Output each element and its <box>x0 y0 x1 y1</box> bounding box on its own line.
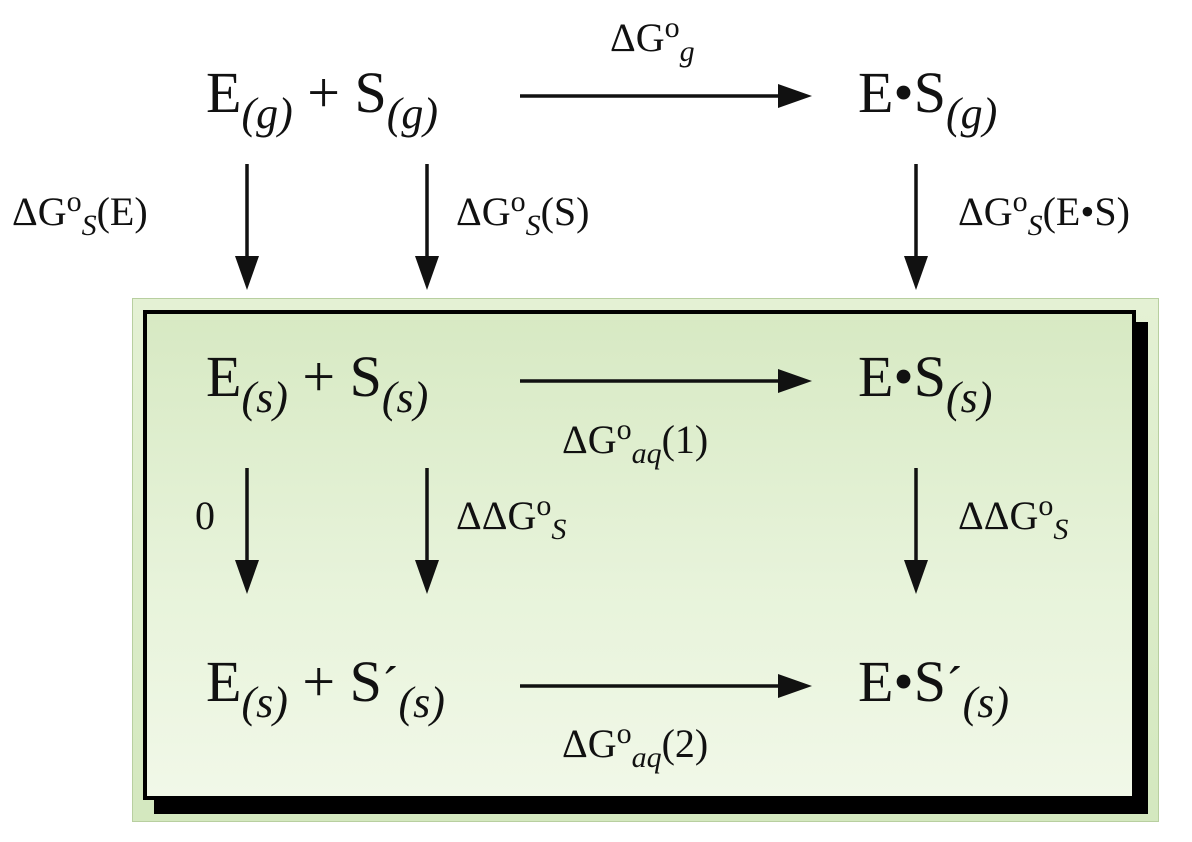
gas-reactants: E(g) + S(g) <box>206 64 438 136</box>
arrow-gas-binding <box>520 84 812 108</box>
plus-sign: + <box>302 344 336 409</box>
complex-symbol: E•S <box>858 344 946 409</box>
phase-subscript: (s) <box>381 373 429 422</box>
arrow-ddg-s <box>415 468 439 594</box>
solution-panel <box>143 310 1136 800</box>
phase-subscript: (g) <box>241 89 293 138</box>
arrow-solvation-s <box>415 164 439 290</box>
arrow-solution-binding-2 <box>520 674 812 698</box>
phase-subscript: (g) <box>946 89 998 138</box>
gas-product: E•S(g) <box>858 64 997 136</box>
energy-dg-solvation-es: ΔGoS(E•S) <box>958 185 1130 242</box>
energy-ddg-s-left: ΔΔGoS <box>456 489 567 546</box>
arrow-ddg-es <box>904 468 928 594</box>
substrate-symbol: S <box>349 649 382 714</box>
energy-dg-aq-1: ΔGoaq(1) <box>562 413 709 470</box>
energy-zero: 0 <box>195 493 215 538</box>
phase-subscript: (s) <box>962 678 1010 727</box>
energy-dg-solvation-s: ΔGoS(S) <box>456 185 590 242</box>
phase-subscript: (s) <box>241 678 288 727</box>
arrow-solvation-es <box>904 164 928 290</box>
plus-sign: + <box>302 649 336 714</box>
complex-symbol: E•S <box>858 649 946 714</box>
substrate-symbol: S <box>349 344 382 409</box>
enzyme-symbol: E <box>206 60 242 125</box>
arrow-zero-e <box>235 468 259 594</box>
plus-sign: + <box>307 60 340 125</box>
modified-product: E•S´(s) <box>858 653 1009 725</box>
arrow-solvation-e <box>235 164 259 290</box>
energy-dg-aq-2: ΔGoaq(2) <box>562 717 709 774</box>
arrow-solution-binding-1 <box>520 369 812 393</box>
energy-dg-gas: ΔGog <box>610 11 695 68</box>
solution-product: E•S(s) <box>858 348 992 420</box>
solution-reactants: E(s) + S(s) <box>206 348 428 420</box>
modified-reactants: E(s) + S´(s) <box>206 653 445 725</box>
phase-subscript: (g) <box>386 89 439 138</box>
phase-subscript: (s) <box>241 373 288 422</box>
prime-mark: ´ <box>381 656 399 712</box>
complex-symbol: E•S <box>858 60 946 125</box>
energy-ddg-s-right: ΔΔGoS <box>958 489 1069 546</box>
prime-mark: ´ <box>946 656 963 712</box>
energy-dg-solvation-e: ΔGoS(E) <box>12 185 148 242</box>
enzyme-symbol: E <box>206 344 242 409</box>
phase-subscript: (s) <box>946 373 993 422</box>
enzyme-symbol: E <box>206 649 242 714</box>
phase-subscript: (s) <box>398 678 445 727</box>
substrate-symbol: S <box>354 60 387 125</box>
